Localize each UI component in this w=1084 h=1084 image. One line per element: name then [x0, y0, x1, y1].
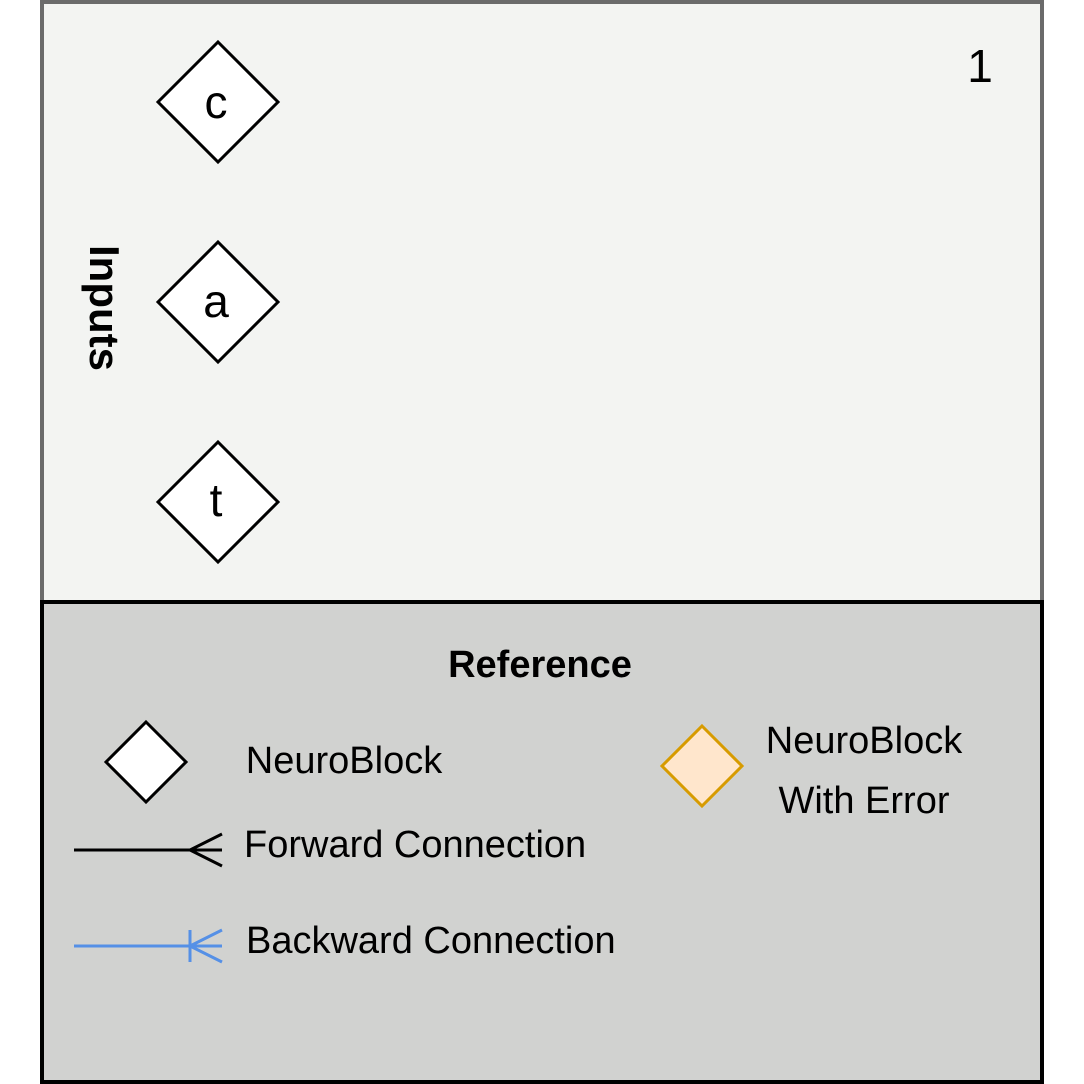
backward-connection-icon: [74, 928, 223, 964]
legend-error-icon: [659, 723, 745, 809]
legend-error-label-line2: With Error: [779, 780, 950, 822]
node-label: t: [210, 474, 223, 526]
input-node-a[interactable]: a: [155, 239, 281, 365]
legend-neuroblock-label: NeuroBlock: [246, 740, 443, 782]
input-node-c[interactable]: c: [155, 39, 281, 165]
node-label: c: [205, 76, 228, 128]
panel-number: 1: [967, 40, 993, 92]
legend-error-label-line1: NeuroBlock: [766, 720, 963, 762]
node-diamond[interactable]: [155, 239, 281, 365]
node-diamond[interactable]: [155, 439, 281, 565]
reference-title: Reference: [448, 644, 632, 686]
node-label: a: [203, 275, 229, 327]
reference-panel: [40, 600, 1044, 1084]
input-node-t[interactable]: t: [155, 439, 281, 565]
backward-connection-label: Backward Connection: [246, 920, 616, 962]
inputs-panel-title: Inputs: [81, 245, 128, 371]
forward-connection-icon: [74, 832, 223, 868]
legend-neuroblock-icon: [103, 719, 189, 805]
forward-connection-label: Forward Connection: [244, 824, 586, 866]
node-diamond[interactable]: [155, 39, 281, 165]
